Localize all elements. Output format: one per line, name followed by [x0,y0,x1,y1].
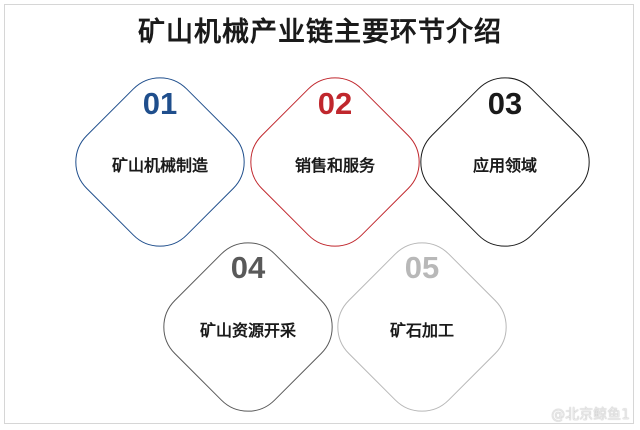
node-2-number: 02 [317,86,353,121]
node-1-label: 矿山机械制造 [111,156,208,175]
figure-frame [4,4,634,424]
node-1-number: 01 [142,86,178,121]
watermark-text: @北京鲸鱼1 [551,407,630,423]
node-3-label: 应用领域 [472,156,537,175]
diagram-title: 矿山机械产业链主要环节介绍 [138,17,502,48]
node-5-label: 矿石加工 [389,321,454,340]
node-5-number: 05 [404,250,440,285]
node-2-label: 销售和服务 [294,156,375,175]
node-4-label: 矿山资源开采 [199,321,296,340]
node-3-number: 03 [487,86,523,121]
node-4-number: 04 [230,250,266,285]
